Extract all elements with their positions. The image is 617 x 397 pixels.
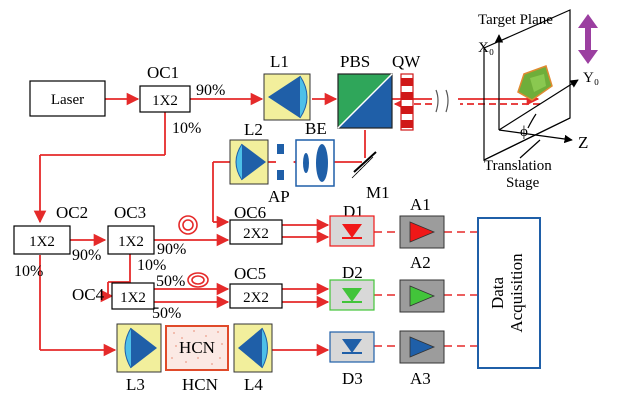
data-acquisition-box: Data Acquisition — [477, 217, 541, 369]
l1-label: L1 — [270, 52, 289, 71]
m1-label: M1 — [366, 183, 390, 202]
target-object — [517, 65, 553, 101]
qw-plate — [400, 73, 414, 131]
target-stage — [483, 9, 579, 161]
l1-lens — [263, 73, 311, 121]
d1-detector — [329, 215, 375, 247]
oc2-coupler-text: 1X2 — [29, 234, 55, 250]
pbs-cube — [337, 73, 393, 129]
oc1-coupler-text: 1X2 — [152, 93, 178, 109]
oc2-ratio-10: 10% — [14, 263, 43, 280]
a2-amplifier — [399, 279, 445, 313]
laser-label: Laser — [51, 92, 84, 108]
oc6-coupler-text: 2X2 — [243, 226, 269, 242]
oc4-ratio-50a: 50% — [156, 273, 185, 290]
oc5-coupler-text: 2X2 — [243, 290, 269, 306]
oc2-ratio-90: 90% — [72, 247, 101, 264]
pbs-label: PBS — [340, 52, 370, 71]
y0-axis-label: Y₀ — [583, 70, 599, 86]
oc4-coupler-text: 1X2 — [120, 290, 146, 306]
a3-label: A3 — [410, 369, 431, 388]
oc3-coupler: 1X2 — [107, 225, 155, 255]
oc3-coupler-text: 1X2 — [118, 234, 144, 250]
d2-label: D2 — [342, 263, 363, 282]
ap-aperture — [277, 144, 284, 180]
a1-label: A1 — [410, 195, 431, 214]
be-expander — [295, 139, 335, 187]
be-label: BE — [305, 119, 327, 138]
oc4-ratio-50b: 50% — [152, 305, 181, 322]
oc4-coupler: 1X2 — [111, 282, 155, 310]
qw-label: QW — [392, 52, 421, 71]
daq-label-1: Data — [488, 277, 507, 310]
hcn-cell: HCN — [165, 325, 229, 371]
oc1-ratio-10: 10% — [172, 120, 201, 137]
oc1-coupler: 1X2 — [139, 85, 191, 113]
phi-label: ϕ — [520, 124, 528, 140]
d2-detector — [329, 279, 375, 311]
translation-stage-label-2: Stage — [506, 175, 540, 191]
a2-label: A2 — [410, 253, 431, 272]
oc2-coupler: 1X2 — [13, 225, 71, 255]
translation-stage-label-1: Translation — [484, 158, 552, 174]
l3-label: L3 — [126, 375, 145, 392]
a3-amplifier — [399, 330, 445, 364]
hcn-cell-text: HCN — [179, 338, 215, 357]
l2-label: L2 — [244, 120, 263, 139]
laser-box: Laser — [29, 80, 106, 117]
a1-amplifier — [399, 215, 445, 249]
ap-label: AP — [268, 187, 290, 206]
l4-label: L4 — [244, 375, 263, 392]
oc6-label: OC6 — [234, 203, 266, 222]
oc4-label: OC4 — [72, 285, 105, 304]
oc5-coupler: 2X2 — [229, 283, 283, 309]
d3-detector — [329, 331, 375, 363]
z-axis-label: Z — [578, 133, 588, 152]
fiber-loop-1 — [178, 215, 198, 235]
oc3-label: OC3 — [114, 203, 146, 222]
d3-label: D3 — [342, 369, 363, 388]
l2-lens — [229, 139, 269, 185]
beam-paths — [33, 92, 540, 357]
daq-label-2: Acquisition — [507, 253, 526, 333]
x0-axis-label: X₀ — [478, 40, 494, 56]
oc6-coupler: 2X2 — [229, 219, 283, 245]
fiber-loop-2 — [187, 272, 209, 288]
oc3-ratio-90: 90% — [157, 241, 186, 258]
beam-break-mark — [435, 89, 449, 113]
hcn-label: HCN — [182, 375, 218, 392]
oc3-ratio-10: 10% — [137, 257, 166, 274]
oc2-label: OC2 — [56, 203, 88, 222]
l3-lens — [116, 323, 162, 373]
m1-mirror — [351, 151, 377, 179]
l4-lens — [233, 323, 273, 373]
stage-motion-arrow-icon — [578, 14, 598, 64]
target-plane-label: Target Plane — [478, 12, 553, 28]
oc1-ratio-90: 90% — [196, 82, 225, 99]
signal-lines — [374, 231, 478, 347]
oc1-label: OC1 — [147, 63, 179, 82]
oc5-label: OC5 — [234, 264, 266, 283]
